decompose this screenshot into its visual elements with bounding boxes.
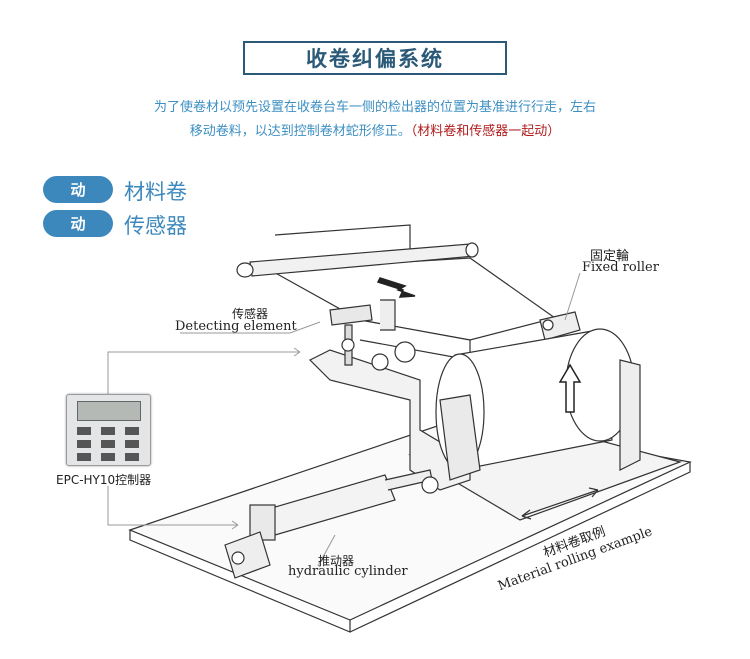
legend-badge-2: 动 (43, 210, 113, 237)
legend-label-1: 材料卷 (124, 180, 187, 204)
roll-rotation-arrow (558, 363, 582, 413)
controller-display (77, 401, 141, 421)
page-title: 收卷纠偏系统 (306, 47, 444, 71)
controller-key (125, 453, 139, 461)
fixed-roller-mount (539, 311, 581, 341)
sensor-label-en: Detecting element (175, 319, 297, 334)
web-direction-arrow (376, 277, 416, 298)
legend-label-2: 传感器 (124, 214, 187, 238)
controller-key (77, 427, 91, 435)
carriage-frame (308, 349, 471, 491)
sensor-bracket (329, 304, 373, 326)
sensor-connector (107, 351, 300, 394)
controller-key (101, 427, 115, 435)
fixed-roller-label-cn: 固定輪 (590, 249, 630, 264)
controller-key (125, 427, 139, 435)
movement-arrow (521, 489, 599, 517)
cylinder-label-cn: 推动器 (318, 554, 355, 568)
cylinder-connector (107, 486, 238, 526)
title-box: 收卷纠偏系统 (243, 41, 507, 75)
controller-key (77, 440, 91, 448)
description-line-2: 移动卷料，以达到控制卷材蛇形修正。（材料卷和传感器一起动） (110, 120, 640, 144)
fixed-roller-label-en: Fixed roller (582, 260, 659, 275)
description-line-2-text: 移动卷料，以达到控制卷材蛇形修正。 (189, 124, 411, 139)
sensor-label-cn: 传感器 (232, 307, 269, 321)
legend-badge-1: 动 (43, 176, 113, 203)
controller-key (77, 453, 91, 461)
description-highlight: （材料卷和传感器一起动） (410, 124, 561, 139)
description: 为了使卷材以预先设置在收卷台车一侧的检出器的位置为基准进行行走，左右 移动卷料，… (110, 96, 640, 144)
controller-key (101, 440, 115, 448)
controller-keypad (77, 427, 139, 461)
description-line-1: 为了使卷材以预先设置在收卷台车一侧的检出器的位置为基准进行行走，左右 (153, 100, 596, 115)
controller-key (101, 453, 115, 461)
controller-key (125, 440, 139, 448)
controller-label: EPC-HY10控制器 (56, 473, 152, 487)
cylinder-label-en: hydraulic cylinder (288, 564, 408, 579)
controller-device (66, 394, 151, 466)
